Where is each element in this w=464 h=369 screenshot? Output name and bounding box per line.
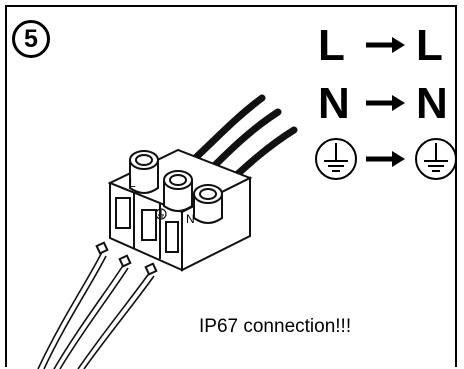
mapping-from-l: L: [318, 21, 345, 70]
wire-ends: [95, 241, 158, 276]
earth-icon: [155, 208, 167, 220]
screw-terminal: [129, 150, 159, 194]
caption: IP67 connection!!!: [199, 316, 352, 337]
arrow-right-icon: [366, 37, 405, 53]
panel-frame: [5, 5, 457, 367]
terminal-label-n: N: [186, 212, 195, 226]
mapping-to-n: N: [416, 79, 448, 128]
outgoing-wires: [37, 251, 155, 369]
arrow-right-icon: [366, 95, 405, 111]
mapping-to-l: L: [416, 21, 443, 70]
terminal-label-l: L: [129, 176, 136, 190]
step-number-badge: 5: [12, 20, 50, 58]
screw-terminal: [193, 184, 223, 224]
arrow-right-icon: [366, 151, 405, 167]
mapping-from-n: N: [318, 79, 350, 128]
screw-terminal: [163, 170, 193, 212]
earth-icon: [315, 138, 357, 180]
earth-icon: [415, 138, 457, 180]
